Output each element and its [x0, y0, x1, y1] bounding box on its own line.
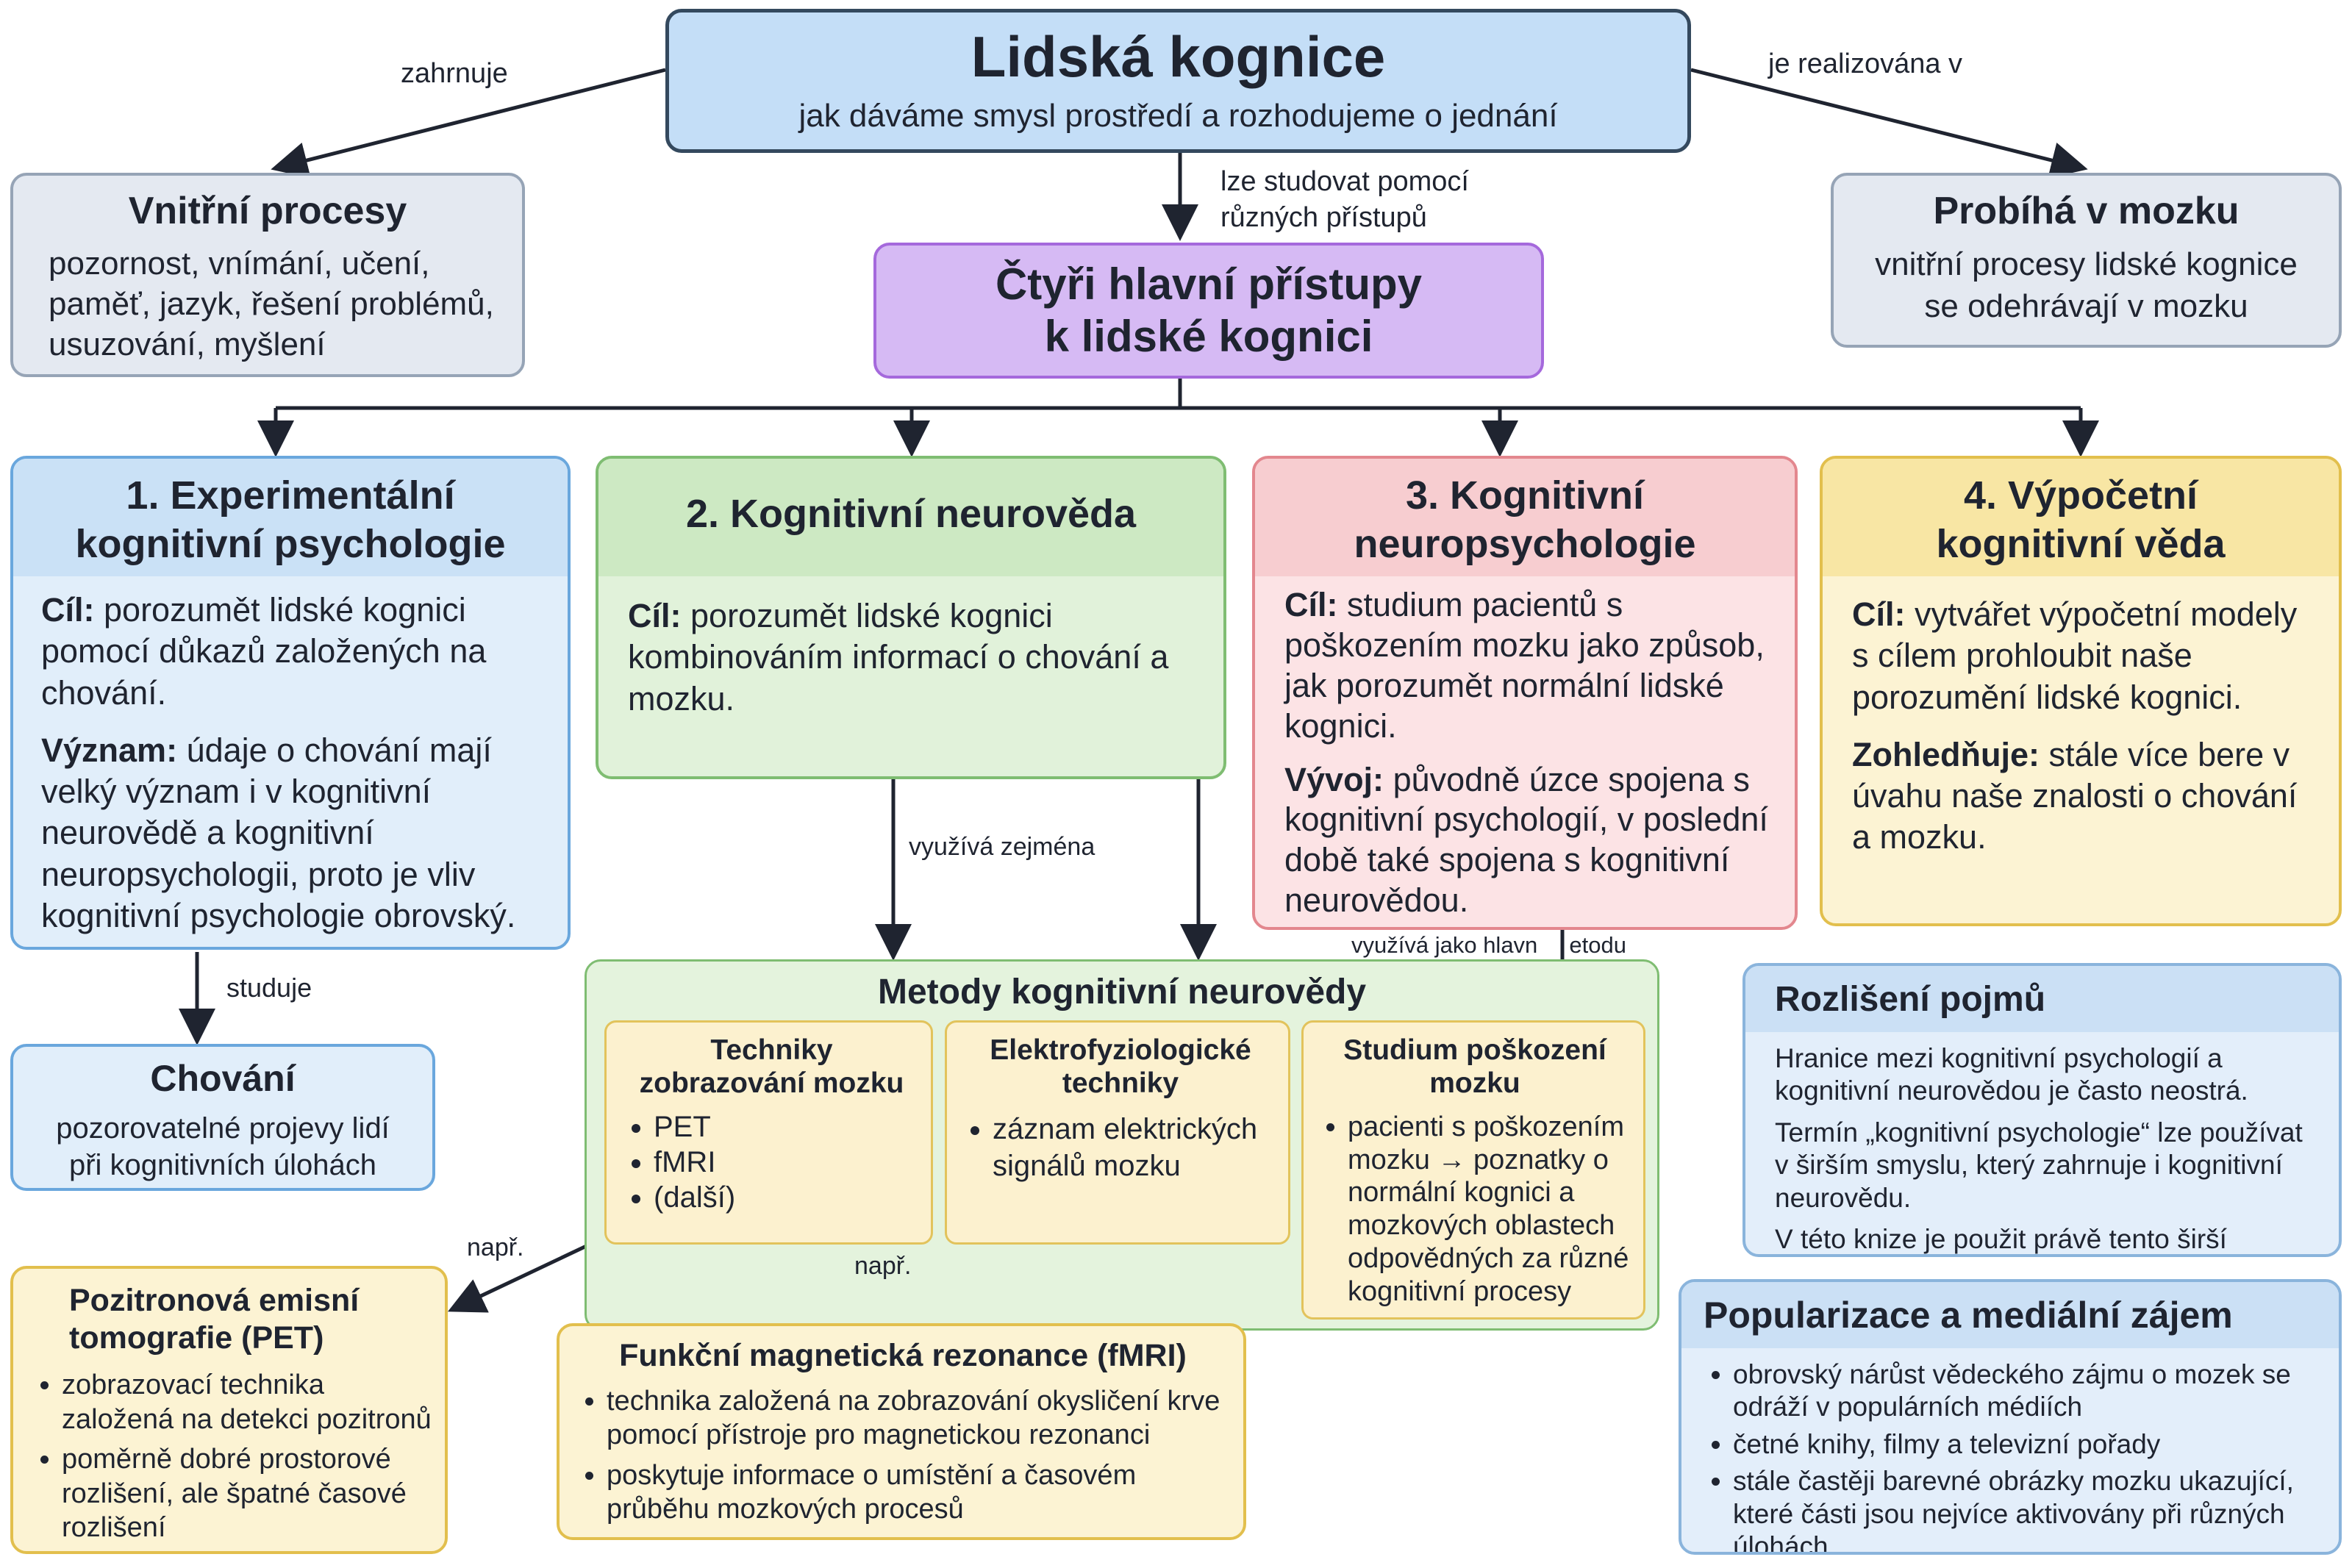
list-item: PET [654, 1109, 922, 1145]
list-item: poskytuje informace o umístění a časovém… [607, 1458, 1229, 1527]
goal-label: Cíl: [628, 597, 682, 634]
damage-title: Studium poškození [1343, 1034, 1606, 1066]
pet-title: tomografie (PET) [69, 1320, 324, 1356]
label-studuje: studuje [226, 972, 312, 1004]
methods-imaging: Techniky zobrazování mozku PET fMRI (dal… [604, 1020, 933, 1245]
popularization-title: Popularizace a mediální zájem [1681, 1282, 2339, 1348]
top-subtitle: jak dáváme smysl prostředí a rozhodujeme… [798, 97, 1558, 134]
top-title: Lidská kognice [971, 24, 1386, 89]
list-item: záznam elektrických signálů mozku [993, 1111, 1281, 1184]
label-napr-pet: např. [467, 1234, 524, 1261]
label-studovat-2: různých přístupů [1220, 202, 1427, 233]
list-item: obrovský nárůst vědeckého zájmu o mozek … [1733, 1358, 2324, 1424]
meaning-label: Význam: [41, 731, 178, 769]
inner-processes-line: pozornost, vnímání, učení, [49, 246, 430, 282]
consider-label: Zohledňuje: [1852, 735, 2040, 773]
approach-4-title: 4. Výpočetní [1963, 473, 2198, 518]
behavior-node: Chování pozorovatelné projevy lidí při k… [10, 1044, 435, 1191]
terms-paragraph: Termín „kognitivní psychologie“ lze použ… [1775, 1117, 2303, 1213]
terms-node: Rozlišení pojmů Hranice mezi kognitivní … [1742, 963, 2342, 1257]
label-napr-fmri: např. [854, 1252, 912, 1280]
pet-node: Pozitronová emisní tomografie (PET) zobr… [10, 1266, 448, 1554]
brain-title: Probíhá v mozku [1933, 190, 2240, 232]
imaging-title: zobrazování mozku [639, 1067, 904, 1099]
label-realizovana: je realizována v [1768, 48, 1963, 82]
approach-4-computational-cognitive-science: 4. Výpočetní kognitivní věda Cíl: vytvář… [1820, 456, 2342, 926]
approach-3-goal: Cíl: studium pacientů s poškozením mozku… [1284, 586, 1765, 745]
approach-2-goal: Cíl: porozumět lidské kognici kombinován… [628, 597, 1169, 717]
imaging-title: Techniky [710, 1034, 833, 1066]
brain-line: se odehrávají v mozku [1924, 288, 2248, 325]
inner-processes-node: Vnitřní procesy pozornost, vnímání, učen… [10, 173, 525, 377]
terms-title: Rozlišení pojmů [1745, 966, 2339, 1032]
electro-title: techniky [1062, 1067, 1179, 1099]
approach-3-cognitive-neuropsychology: 3. Kognitivní neuropsychologie Cíl: stud… [1252, 456, 1798, 930]
approach-1-goal: Cíl: porozumět lidské kognici pomocí důk… [41, 591, 487, 712]
fmri-node: Funkční magnetická rezonance (fMRI) tech… [557, 1323, 1246, 1540]
list-item: (další) [654, 1180, 922, 1215]
list-item: zobrazovací technika založená na detekci… [62, 1368, 435, 1436]
list-item: pacienti s poškozením mozku → poznatky o… [1348, 1111, 1634, 1309]
fmri-title: Funkční magnetická rezonance (fMRI) [619, 1338, 1187, 1373]
brain-node: Probíhá v mozku vnitřní procesy lidské k… [1831, 173, 2342, 348]
inner-processes-line: paměť, jazyk, řešení problémů, [49, 286, 494, 322]
goal-label: Cíl: [1284, 586, 1338, 623]
arrow-to-pet [447, 1234, 608, 1313]
damage-title: mozku [1429, 1067, 1520, 1099]
behavior-line: při kognitivních úlohách [68, 1149, 377, 1181]
approach-1-title: kognitivní psychologie [75, 521, 506, 566]
brain-line: vnitřní procesy lidské kognice [1875, 246, 2298, 282]
label-vyuziva-jako-hlavni: využívá jako hlavn etodu [1351, 932, 1626, 958]
list-item: poměrně dobré prostorové rozlišení, ale … [62, 1442, 435, 1544]
approach-1-experimental-psychology: 1. Experimentální kognitivní psychologie… [10, 456, 571, 950]
approach-1-meaning: Význam: údaje o chování mají velký význa… [41, 731, 516, 934]
approach-2-cognitive-neuroscience: 2. Kognitivní neurověda Cíl: porozumět l… [596, 456, 1226, 779]
behavior-title: Chování [150, 1058, 296, 1099]
approach-4-title: kognitivní věda [1936, 521, 2226, 566]
arrow-to-brain [1690, 68, 2088, 179]
approach-3-title: neuropsychologie [1354, 521, 1696, 566]
list-item: fMRI [654, 1145, 922, 1180]
terms-paragraph: V této knize je použit právě tento širší… [1775, 1223, 2227, 1254]
list-item: četné knihy, filmy a televizní pořady [1733, 1428, 2324, 1461]
approach-4-goal: Cíl: vytvářet výpočetní modely s cílem p… [1852, 595, 2298, 716]
approach-1-title: 1. Experimentální [126, 473, 455, 518]
label-studovat-1: lze studovat pomocí [1220, 166, 1469, 197]
goal-label: Cíl: [41, 591, 95, 629]
hub-line-1: Čtyři hlavní přístupy [995, 259, 1423, 309]
pet-title: Pozitronová emisní [69, 1283, 360, 1318]
label-zahrnuje: zahrnuje [401, 57, 508, 91]
arrow-to-inner-processes [271, 68, 666, 179]
development-label: Vývoj: [1284, 760, 1384, 798]
approach-3-development: Vývoj: původně úzce spojena s kognitivní… [1284, 760, 1768, 920]
label-vyuziva-zejmena: využívá zejména [909, 832, 1095, 862]
approach-3-title: 3. Kognitivní [1406, 473, 1644, 518]
terms-paragraph: Hranice mezi kognitivní psychologií a ko… [1775, 1043, 2248, 1106]
methods-title: Metody kognitivní neurovědy [877, 973, 1367, 1012]
inner-processes-line: usuzování, myšlení [49, 326, 326, 362]
behavior-line: pozorovatelné projevy lidí [56, 1112, 390, 1145]
popularization-node: Popularizace a mediální zájem obrovský n… [1679, 1279, 2342, 1555]
top-node-human-cognition: Lidská kognice jak dáváme smysl prostřed… [665, 9, 1691, 153]
approach-4-consider: Zohledňuje: stále více bere v úvahu naše… [1852, 735, 2298, 856]
inner-processes-title: Vnitřní procesy [128, 190, 407, 232]
approach-2-title: 2. Kognitivní neurověda [598, 459, 1223, 576]
methods-brain-damage-study: Studium poškození mozku pacienti s poško… [1301, 1020, 1645, 1320]
list-item: stále častěji barevné obrázky mozku ukaz… [1733, 1465, 2324, 1552]
methods-electrophysiology: Elektrofyziologické techniky záznam elek… [945, 1020, 1290, 1245]
goal-label: Cíl: [1852, 595, 1906, 633]
approaches-hub-node: Čtyři hlavní přístupy k lidské kognici [873, 243, 1544, 379]
hub-line-2: k lidské kognici [1044, 311, 1373, 361]
list-item: technika založená na zobrazování okyslič… [607, 1384, 1229, 1453]
electro-title: Elektrofyziologické [990, 1034, 1251, 1066]
